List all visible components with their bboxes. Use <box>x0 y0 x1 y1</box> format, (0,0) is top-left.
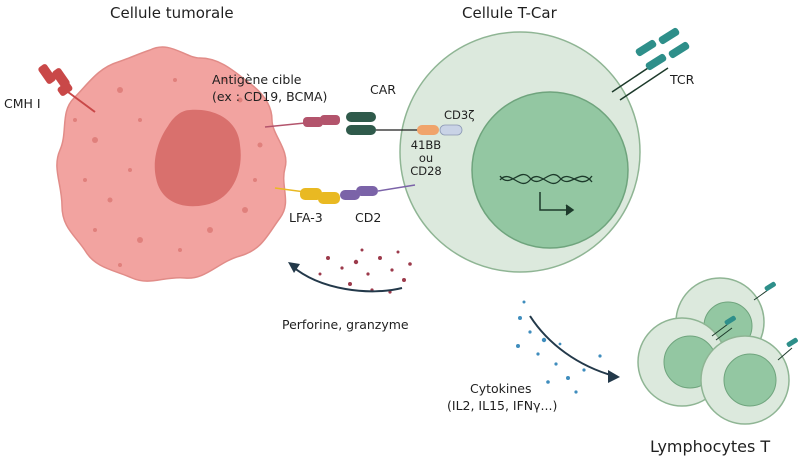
costim-label-line1: 41BB <box>410 138 442 152</box>
lymphocyte-cell <box>700 335 798 425</box>
lfa3-label: LFA-3 <box>289 210 323 225</box>
perforin-arrow <box>288 262 403 293</box>
dna-helix-icon <box>499 173 593 185</box>
car-t-cell <box>399 31 641 273</box>
antigen-label-line1: Antigène cible <box>212 72 302 87</box>
cytokines-label-line1: Cytokines <box>470 381 532 396</box>
tcr-receptor <box>611 27 690 101</box>
cytokines-label-line2: (IL2, IL15, IFNγ...) <box>447 398 558 413</box>
car-label: CAR <box>370 82 396 97</box>
perforin-label: Perforine, granzyme <box>282 317 409 332</box>
lymphocytes-cluster <box>637 277 798 425</box>
costim-label-line2: ou <box>418 151 434 165</box>
cmh-label: CMH I <box>4 96 41 111</box>
tcr-label: TCR <box>670 72 695 87</box>
transcription-arrow-icon <box>539 192 575 216</box>
costim-label-line3: CD28 <box>410 164 442 178</box>
cd2-label: CD2 <box>355 210 382 225</box>
cmh-receptor <box>38 64 96 113</box>
cytokine-particles <box>516 300 602 394</box>
car-t-cell-title: Cellule T-Car <box>462 4 557 22</box>
tumor-cell-nucleus <box>154 109 241 207</box>
perforin-granules <box>318 248 412 294</box>
cd3z-label: CD3ζ <box>444 108 475 122</box>
lfa3-cd2-complex <box>274 184 416 204</box>
cytokine-arrow <box>529 315 620 383</box>
tumor-cell <box>56 46 287 282</box>
antigen-car-complex <box>264 112 463 136</box>
tumor-cell-title: Cellule tumorale <box>110 4 234 22</box>
antigen-label-line2: (ex : CD19, BCMA) <box>212 89 328 104</box>
car-t-cell-nucleus <box>471 91 629 249</box>
tumor-cell-granules <box>73 78 263 267</box>
lymphocytes-title: Lymphocytes T <box>650 437 771 456</box>
